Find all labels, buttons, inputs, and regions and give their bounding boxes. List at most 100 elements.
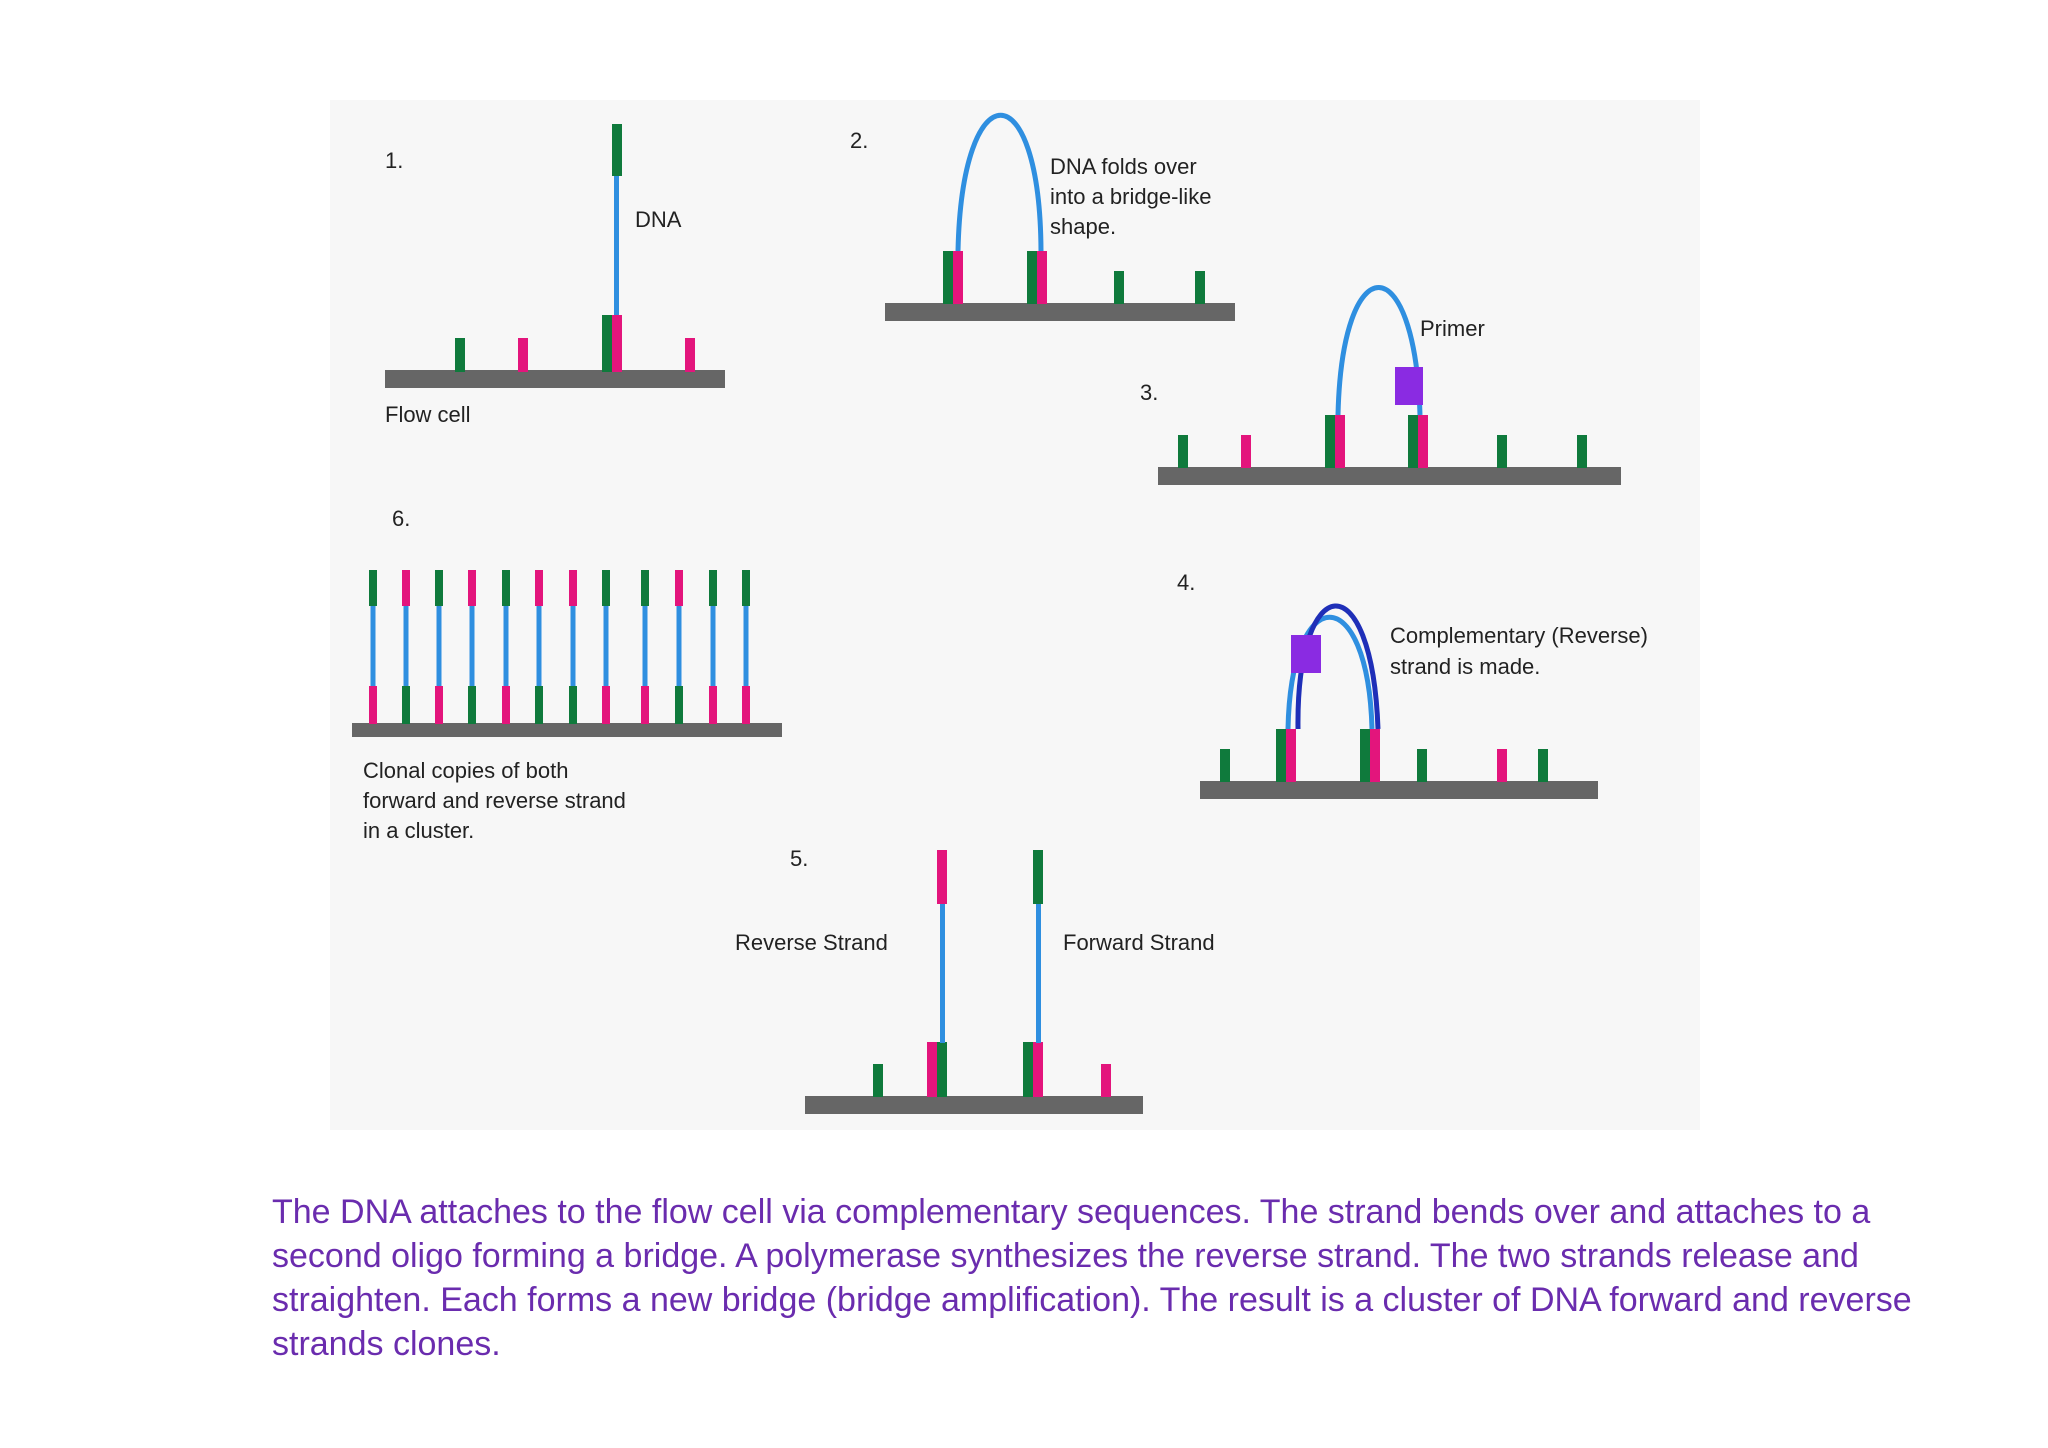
adapter-green xyxy=(709,570,717,606)
flow-cell-6 xyxy=(352,723,782,737)
oligo-pink xyxy=(502,686,510,724)
adapter-pink xyxy=(468,570,476,606)
dna-bridge xyxy=(1335,285,1423,416)
oligo-green xyxy=(602,315,612,372)
adapter-pink xyxy=(535,570,543,606)
bridge-label-line-3: shape. xyxy=(1050,214,1116,239)
oligo-green xyxy=(873,1064,883,1097)
flow-cell-5 xyxy=(805,1096,1143,1114)
dna-bridge xyxy=(955,113,1044,252)
oligo-pink xyxy=(1370,729,1380,782)
step-2: 2. DNA folds over into a bridge-like sha… xyxy=(850,113,1235,321)
oligo-pink xyxy=(518,338,528,372)
adapter-pink xyxy=(675,570,683,606)
step-6-number: 6. xyxy=(392,506,410,531)
oligo-green xyxy=(1417,749,1427,782)
oligo-pink xyxy=(369,686,377,724)
adapter-green xyxy=(742,570,750,606)
forward-strand xyxy=(1036,903,1041,1043)
oligo-pink xyxy=(953,251,963,304)
oligo-green xyxy=(402,686,410,724)
oligo-pink xyxy=(685,338,695,372)
oligo-pink xyxy=(1101,1064,1111,1097)
oligo-green xyxy=(943,251,953,304)
adapter-green xyxy=(602,570,610,606)
step-4-number: 4. xyxy=(1177,570,1195,595)
bridge-label-line-1: DNA folds over xyxy=(1050,154,1197,179)
oligo-green xyxy=(535,686,543,724)
clonal-strand xyxy=(503,606,509,686)
oligo-green xyxy=(675,686,683,724)
cluster-label-line-1: Clonal copies of both xyxy=(363,758,568,783)
primer-box xyxy=(1291,635,1321,673)
clonal-strand xyxy=(743,606,749,686)
forward-strand-label: Forward Strand xyxy=(1063,930,1215,955)
oligo-pink xyxy=(435,686,443,724)
primer-box xyxy=(1395,367,1423,405)
complementary-label-line-2: strand is made. xyxy=(1390,654,1540,679)
reverse-strand xyxy=(940,903,945,1043)
oligo-pink xyxy=(641,686,649,724)
oligo-green xyxy=(1027,251,1037,304)
adapter-green xyxy=(502,570,510,606)
reverse-strand-label: Reverse Strand xyxy=(735,930,888,955)
cluster-label-line-3: in a cluster. xyxy=(363,818,474,843)
cluster-label-line-2: forward and reverse strand xyxy=(363,788,626,813)
adapter-green xyxy=(435,570,443,606)
flow-cell-2 xyxy=(885,303,1235,321)
oligo-pink xyxy=(612,315,622,372)
step-5-number: 5. xyxy=(790,846,808,871)
oligo-pink xyxy=(1497,749,1507,782)
clonal-strand xyxy=(536,606,542,686)
dna-strand xyxy=(614,175,619,315)
oligo-green xyxy=(1497,435,1507,468)
diagram-panel xyxy=(330,100,1700,1130)
adapter-pink xyxy=(402,570,410,606)
oligo-pink xyxy=(1037,251,1047,304)
oligo-green xyxy=(455,338,465,372)
clonal-strand xyxy=(676,606,682,686)
oligo-pink xyxy=(1286,729,1296,782)
step-5: 5. Reverse Strand Forward Strand xyxy=(735,846,1215,1114)
diagram-caption: The DNA attaches to the flow cell via co… xyxy=(272,1193,1912,1363)
clonal-strand xyxy=(403,606,409,686)
bridge-label-line-2: into a bridge-like xyxy=(1050,184,1211,209)
oligo-pink xyxy=(709,686,717,724)
oligo-pink xyxy=(1033,1042,1043,1097)
oligo-green xyxy=(1195,271,1205,304)
adapter-pink xyxy=(937,850,947,904)
oligo-green xyxy=(1325,415,1335,468)
step-3-number: 3. xyxy=(1140,380,1158,405)
oligo-pink xyxy=(602,686,610,724)
adapter-green xyxy=(369,570,377,606)
flow-cell-1 xyxy=(385,370,725,388)
oligo-pink xyxy=(1335,415,1345,468)
complementary-label-line-1: Complementary (Reverse) xyxy=(1390,623,1648,648)
oligo-green xyxy=(1360,729,1370,782)
oligo-green xyxy=(1114,271,1124,304)
adapter-green xyxy=(1033,850,1043,904)
dna-bridge xyxy=(1285,614,1375,730)
oligo-green xyxy=(1577,435,1587,468)
flow-cell-label: Flow cell xyxy=(385,402,471,427)
oligo-green xyxy=(1276,729,1286,782)
step-6: 6. Clonal copies of both forward and rev… xyxy=(352,506,782,843)
strand-cluster xyxy=(369,570,750,724)
clonal-strand xyxy=(603,606,609,686)
oligo-pink xyxy=(1418,415,1428,468)
oligo-green xyxy=(1023,1042,1033,1097)
adapter-green xyxy=(612,124,622,176)
clonal-strand xyxy=(570,606,576,686)
clonal-strand xyxy=(469,606,475,686)
oligo-green xyxy=(1408,415,1418,468)
step-2-number: 2. xyxy=(850,128,868,153)
oligo-green xyxy=(1220,749,1230,782)
dna-label: DNA xyxy=(635,207,682,232)
step-1: 1. DNA Flow cell xyxy=(385,124,725,427)
clonal-strand xyxy=(370,606,376,686)
oligo-green xyxy=(1538,749,1548,782)
step-1-number: 1. xyxy=(385,148,403,173)
step-4: 4. Complementary (Reverse) strand is mad… xyxy=(1177,570,1648,799)
oligo-green xyxy=(468,686,476,724)
